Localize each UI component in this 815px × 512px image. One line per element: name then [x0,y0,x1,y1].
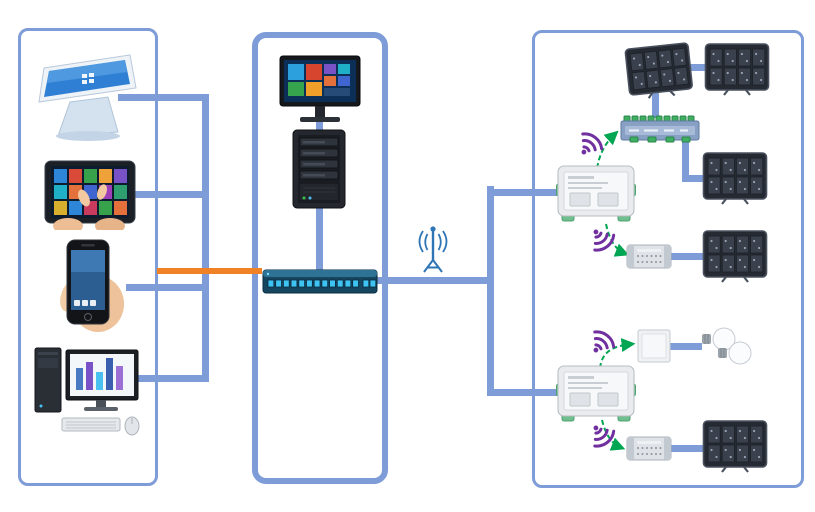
edge-tablet-bus [128,191,209,198]
edge-bus-switch-uplink [157,268,262,274]
edge-phone-bus [126,284,209,291]
edge-din-floodlight3-h [682,175,706,182]
control-panel-2 [556,364,636,422]
edge-desktop-bus [132,375,209,382]
control-panel-1 [556,164,636,222]
edge-server-switch [316,208,323,270]
kiosk-icon [36,50,140,142]
wifi-4 [586,420,620,454]
led-driver-1 [626,240,672,272]
wifi-icon [567,119,615,167]
edge-field-panel1 [487,189,562,196]
wifi-icon [579,317,627,365]
wifi-3 [586,324,620,358]
network-switch [262,266,378,296]
edge-floodlight1-floodlight2 [688,64,706,71]
floodlight-icon [702,150,768,206]
server-tower [290,128,348,210]
led-driver-2 [626,432,672,464]
edge-box-bulbs [668,343,702,350]
floodlight-icon [623,41,694,102]
client-bus [202,94,209,382]
smartphone-icon [50,238,126,336]
touch-kiosk [36,50,140,142]
led-driver-icon [626,240,672,272]
floodlight-2 [704,42,770,96]
led-driver-icon [626,432,672,464]
smartphone [50,238,126,336]
edge-din-floodlight3-v [682,140,689,182]
edge-kiosk-bus [118,94,209,101]
junction-box [636,328,672,364]
edge-switch-field [374,277,494,284]
edge-driver1-floodlight4 [668,253,704,260]
wifi-2 [586,224,620,258]
desktop-pc [32,344,146,438]
edge-floodlight1-din [652,92,659,118]
antenna-icon [418,220,448,276]
floodlight-icon [702,418,768,474]
bulb-pair [700,326,754,366]
floodlight-icon [702,228,768,284]
edge-field-panel2 [487,389,562,396]
din-controller [620,114,700,144]
wifi-icon [579,217,627,265]
floodlight-4 [702,228,768,284]
floodlight-icon [704,42,770,96]
server-icon [290,128,348,210]
floodlight-5 [702,418,768,474]
tablet [40,158,140,230]
touch-panel-icon [556,364,636,422]
floodlight-1 [623,41,694,102]
edge-driver2-floodlight5 [668,445,704,452]
wifi-1 [574,126,608,160]
monitor-icon [278,54,362,128]
wifi-icon [579,413,627,461]
bulb-icon [700,326,754,366]
floodlight-3 [702,150,768,206]
din-controller-icon [620,114,700,144]
field-bus [487,186,494,396]
junction-box-icon [636,328,672,364]
switch-icon [262,266,378,296]
display-monitor [278,54,362,128]
wireless-antenna [418,220,448,276]
touch-panel-icon [556,164,636,222]
desktop-icon [32,344,146,438]
tablet-icon [40,158,140,230]
